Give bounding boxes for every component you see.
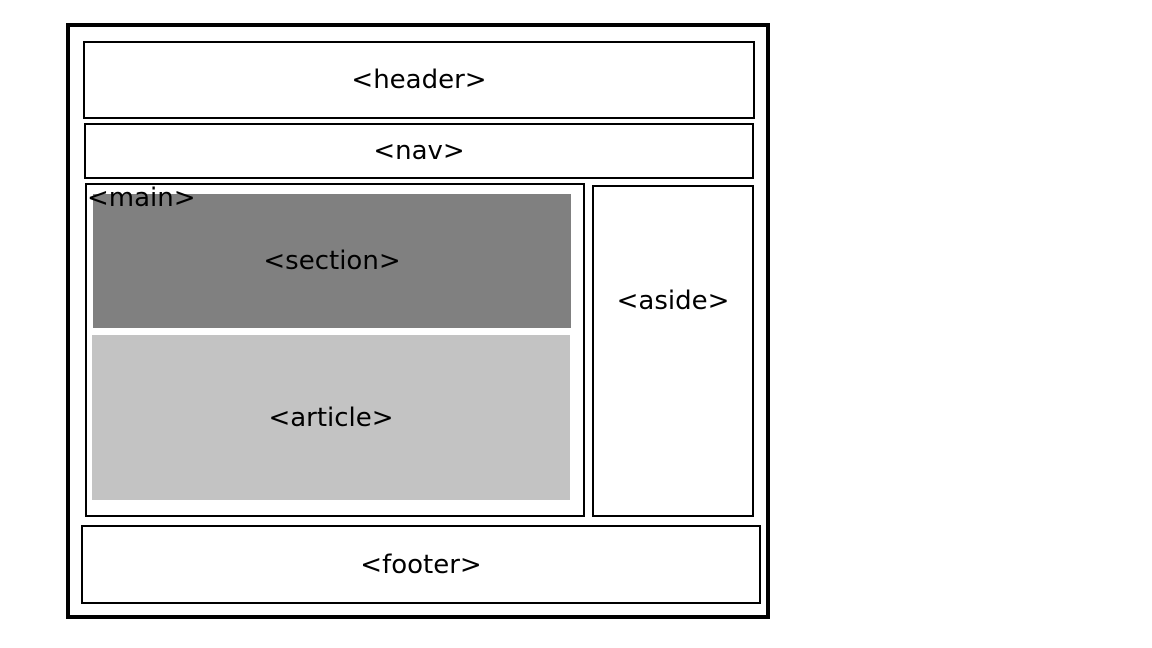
header-label: <header>	[351, 65, 487, 95]
footer-label: <footer>	[360, 549, 482, 580]
article-box: <article>	[92, 335, 570, 500]
footer-box: <footer>	[81, 525, 761, 604]
section-label: <section>	[263, 246, 401, 276]
article-label: <article>	[268, 402, 394, 433]
aside-label: <aside>	[616, 286, 730, 316]
main-label: <main>	[87, 183, 196, 213]
section-box: <section>	[93, 194, 571, 328]
aside-box: <aside>	[592, 185, 754, 517]
header-box: <header>	[83, 41, 755, 119]
nav-box: <nav>	[84, 123, 754, 179]
main-box: <main> <section> <article>	[85, 183, 585, 517]
nav-label: <nav>	[373, 136, 465, 166]
page-layout-frame: <header> <nav> <main> <section> <article…	[66, 23, 770, 619]
